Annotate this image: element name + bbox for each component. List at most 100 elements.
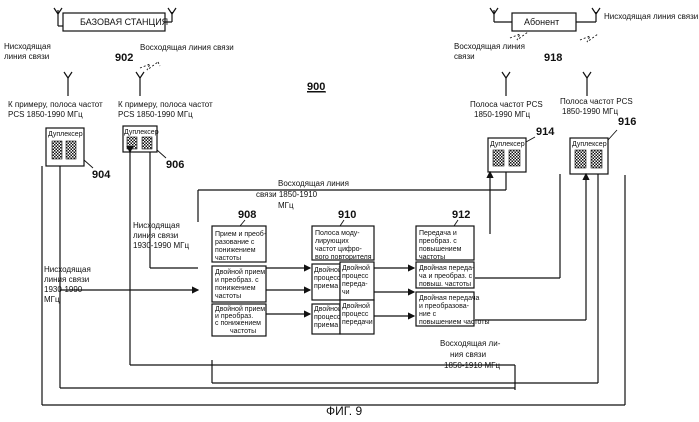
downlink-1930-a-2: линия связи [133, 231, 178, 240]
svg-text:понижением: понижением [215, 285, 256, 292]
uplink-label-right-2: связи [454, 52, 475, 61]
antenna-906-label: К примеру, полоса частот [118, 100, 213, 109]
base-station-label: БАЗОВАЯ СТАНЦИЯ [80, 17, 168, 27]
figure-number: 900 [307, 81, 325, 93]
subscriber: Абонент 918 [490, 8, 600, 64]
antenna-914-label: Полоса частот PCS [470, 100, 543, 109]
svg-text:Двойной: Двойной [342, 264, 370, 272]
svg-text:процесс: процесс [342, 311, 369, 318]
block-908-ref: 908 [238, 209, 256, 221]
antenna-916-label-2: 1850-1990 МГц [562, 107, 618, 116]
svg-text:Дуплексер: Дуплексер [48, 131, 83, 138]
svg-text:Полоса моду-: Полоса моду- [315, 230, 360, 237]
svg-text:с понижением: с понижением [215, 320, 261, 327]
block-912: 912 Передача и преобраз. с повышением ча… [416, 209, 490, 326]
antenna-916-label: Полоса частот PCS [560, 97, 633, 106]
svg-text:понижением: понижением [215, 247, 256, 254]
svg-text:ние с: ние с [419, 311, 437, 318]
downlink-label-left: Нисходящая [4, 42, 51, 51]
svg-text:Передача и: Передача и [419, 230, 457, 237]
uplink-label-left: Восходящая линия связи [140, 43, 234, 52]
svg-text:процесс: процесс [314, 314, 341, 321]
antenna-904-label: К примеру, полоса частот [8, 100, 103, 109]
svg-text:повышением: повышением [419, 246, 462, 253]
downlink-1930-b-2: линия связи [44, 275, 89, 284]
svg-text:частоты: частоты [215, 255, 241, 262]
svg-text:вого повторителя: вого повторителя [315, 254, 372, 261]
base-station-ref: 902 [115, 52, 133, 64]
svg-text:лирующих: лирующих [315, 238, 349, 245]
downlink-label-right: Нисходящая линия связи [604, 12, 698, 21]
svg-text:Дуплексер: Дуплексер [490, 141, 525, 148]
antenna-914 [502, 72, 510, 96]
svg-text:Дуплексер: Дуплексер [124, 129, 159, 136]
svg-text:чи: чи [342, 289, 350, 296]
svg-text:повышением частоты: повышением частоты [419, 319, 490, 326]
uplink-label-right: Восходящая линия [454, 42, 525, 51]
uplink-zigzag-left [140, 62, 160, 70]
downlink-1930-a-3: 1930-1990 МГц [133, 241, 189, 250]
block-912-ref: 912 [452, 209, 470, 221]
svg-text:и преобраз. с: и преобраз. с [215, 276, 259, 284]
uplink-top-label-3: МГц [278, 201, 294, 210]
svg-text:частоты: частоты [215, 293, 241, 300]
svg-text:процесс: процесс [342, 273, 369, 280]
block-910: 910 Полоса моду- лирующих частот цифро- … [312, 209, 374, 334]
uplink-top-label-2: связи 1850-1910 [256, 190, 318, 199]
downlink-1930-a: Нисходящая [133, 221, 180, 230]
duplexer-906: Дуплексер 906 [123, 126, 184, 171]
svg-text:и преобраз.: и преобраз. [215, 312, 253, 320]
svg-text:разование с: разование с [215, 239, 255, 246]
antenna-916 [583, 72, 591, 96]
duplexer-904-ref: 904 [92, 169, 111, 181]
svg-text:Двойной: Двойной [314, 266, 342, 274]
svg-text:передачи: передачи [342, 319, 373, 326]
duplexer-906-ref: 906 [166, 159, 184, 171]
uplink-bottom-label: Восходящая ли- [440, 339, 501, 348]
svg-text:Двойной: Двойной [342, 302, 370, 310]
uplink-bottom-label-2: ния связи [450, 350, 486, 359]
svg-text:Двойной прием: Двойной прием [215, 305, 265, 313]
svg-text:и преобразова-: и преобразова- [419, 302, 470, 310]
antenna-904 [64, 72, 72, 96]
svg-text:повыш. частоты: повыш. частоты [419, 281, 471, 288]
antenna-904-label-2: PCS 1850-1990 МГц [8, 110, 83, 119]
duplexer-904: Дуплексер 904 [46, 128, 111, 181]
svg-text:частоты: частоты [419, 254, 445, 261]
antenna-906-label-2: PCS 1850-1990 МГц [118, 110, 193, 119]
uplink-bottom-label-3: 1850-1910 МГц [444, 361, 500, 370]
antenna-906 [136, 72, 144, 96]
subscriber-label: Абонент [524, 17, 559, 27]
svg-text:частот цифро-: частот цифро- [315, 246, 363, 253]
downlink-1930-b-4: МГц [44, 295, 60, 304]
svg-text:Двойная передача: Двойная передача [419, 294, 479, 302]
svg-text:Двойной: Двойной [314, 305, 342, 313]
svg-text:приема: приема [314, 283, 338, 290]
subscriber-ref: 918 [544, 52, 562, 64]
duplexer-914: Дуплексер 914 [488, 126, 555, 172]
duplexer-916-ref: 916 [618, 116, 636, 128]
svg-text:приема: приема [314, 322, 338, 329]
uplink-zigzag-right [510, 32, 528, 40]
svg-text:Двойная переда-: Двойная переда- [419, 264, 475, 272]
duplexer-914-ref: 914 [536, 126, 555, 138]
svg-text:переда-: переда- [342, 281, 368, 288]
block-908: 908 Прием и преоб- разование с понижение… [212, 209, 267, 336]
svg-text:Прием и преоб-: Прием и преоб- [215, 230, 267, 238]
base-station: БАЗОВАЯ СТАНЦИЯ 902 [54, 8, 176, 64]
block-910-ref: 910 [338, 209, 356, 221]
duplexer-916: Дуплексер 916 [570, 116, 636, 174]
svg-text:процесс: процесс [314, 275, 341, 282]
antenna-914-label-2: 1850-1990 МГц [474, 110, 530, 119]
figure-caption: ФИГ. 9 [326, 404, 362, 418]
svg-text:преобраз. с: преобраз. с [419, 237, 457, 245]
uplink-top-label: Восходящая линия [278, 179, 349, 188]
svg-text:ча и преобраз. с: ча и преобраз. с [419, 272, 473, 280]
downlink-label-left-2: линия связи [4, 52, 49, 61]
svg-text:Дуплексер: Дуплексер [572, 141, 607, 148]
downlink-zigzag-right [580, 34, 598, 42]
svg-text:частоты: частоты [230, 328, 256, 335]
svg-text:Двойной прием: Двойной прием [215, 268, 265, 276]
downlink-1930-b: Нисходящая [44, 265, 91, 274]
